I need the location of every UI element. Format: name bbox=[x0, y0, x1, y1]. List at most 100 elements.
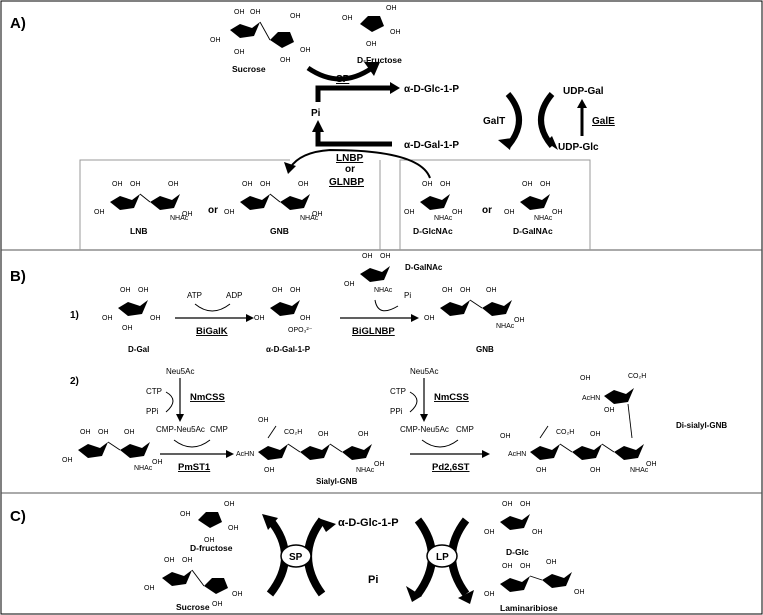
d-glcnac-label: D-GlcNAc bbox=[413, 226, 453, 236]
bigalk-label: BiGalK bbox=[196, 326, 228, 337]
svg-text:OH: OH bbox=[234, 9, 245, 16]
neu5ac-label-2: Neu5Ac bbox=[410, 367, 438, 376]
svg-text:OH: OH bbox=[520, 501, 531, 508]
svg-text:AcHN: AcHN bbox=[582, 395, 600, 402]
svg-text:OH: OH bbox=[344, 281, 355, 288]
svg-text:CO₂H: CO₂H bbox=[284, 429, 302, 436]
svg-text:NHAc: NHAc bbox=[534, 215, 553, 222]
svg-text:OH: OH bbox=[380, 253, 391, 260]
nmcss-label-2: NmCSS bbox=[434, 392, 469, 403]
svg-text:OH: OH bbox=[552, 209, 563, 216]
gal1p-to-pi-arrow bbox=[315, 130, 392, 147]
svg-text:NHAc: NHAc bbox=[134, 465, 153, 472]
panel-b-label: B) bbox=[10, 268, 26, 285]
svg-text:NHAc: NHAc bbox=[496, 323, 515, 330]
svg-text:OH: OH bbox=[80, 429, 91, 436]
svg-text:OH: OH bbox=[260, 181, 271, 188]
step-1-label: 1) bbox=[70, 310, 79, 321]
svg-text:OH: OH bbox=[540, 181, 551, 188]
sialyl-gnb-structure: OH CO₂H AcHN OH OH OH OH NHAc bbox=[236, 417, 385, 474]
svg-text:OH: OH bbox=[212, 601, 223, 608]
right-substrate-box bbox=[399, 159, 591, 250]
svg-text:OH: OH bbox=[404, 209, 415, 216]
svg-text:OH: OH bbox=[422, 181, 433, 188]
gnb-structure-c: OH OH OH OH OH NHAc bbox=[62, 429, 163, 472]
svg-text:OH: OH bbox=[318, 431, 329, 438]
svg-text:OH: OH bbox=[374, 461, 385, 468]
adp-label: ADP bbox=[226, 291, 242, 300]
svg-text:OH: OH bbox=[280, 57, 291, 64]
cmp-label-1: CMP bbox=[210, 425, 228, 434]
svg-text:OH: OH bbox=[390, 29, 401, 36]
pmst1-label: PmST1 bbox=[178, 462, 211, 473]
svg-text:OH: OH bbox=[386, 5, 397, 12]
ctp-label-1: CTP bbox=[146, 387, 162, 396]
or-label-a3: or bbox=[482, 205, 492, 216]
svg-text:OH: OH bbox=[144, 585, 155, 592]
svg-text:OH: OH bbox=[182, 557, 193, 564]
svg-text:OH: OH bbox=[182, 211, 193, 218]
lnbp-label: LNBP bbox=[336, 153, 364, 164]
left-substrate-box bbox=[79, 159, 290, 250]
or-label-a1: or bbox=[345, 164, 355, 175]
svg-text:OH: OH bbox=[168, 181, 179, 188]
svg-text:OH: OH bbox=[258, 417, 269, 424]
svg-text:OH: OH bbox=[590, 467, 601, 474]
svg-text:OH: OH bbox=[164, 557, 175, 564]
atp-label: ATP bbox=[187, 291, 202, 300]
d-glc-label: D-Glc bbox=[506, 547, 529, 557]
neu5ac-label-1: Neu5Ac bbox=[166, 367, 194, 376]
pd26st-label: Pd2,6ST bbox=[432, 462, 470, 473]
svg-text:OH: OH bbox=[138, 287, 149, 294]
cmp-label-2: CMP bbox=[456, 425, 474, 434]
svg-text:NHAc: NHAc bbox=[300, 215, 319, 222]
svg-text:OPO₃²⁻: OPO₃²⁻ bbox=[288, 327, 313, 334]
svg-text:OH: OH bbox=[122, 325, 133, 332]
sialyl-gnb-label: Sialyl-GNB bbox=[316, 477, 358, 486]
sucrose-structure-c: OH OH OH OH OH bbox=[144, 557, 243, 608]
svg-text:OH: OH bbox=[358, 431, 369, 438]
svg-text:OH: OH bbox=[232, 591, 243, 598]
disialyl-gnb-label: Di-sialyl-GNB bbox=[676, 421, 727, 430]
d-gal-structure: OH OH OH OH OH bbox=[102, 287, 161, 332]
svg-text:AcHN: AcHN bbox=[508, 451, 526, 458]
svg-text:OH: OH bbox=[546, 559, 557, 566]
svg-text:OH: OH bbox=[98, 429, 109, 436]
svg-text:OH: OH bbox=[300, 47, 311, 54]
svg-text:OH: OH bbox=[224, 209, 235, 216]
lp-label-c: LP bbox=[436, 552, 449, 563]
svg-text:OH: OH bbox=[440, 181, 451, 188]
svg-text:OH: OH bbox=[290, 287, 301, 294]
svg-text:OH: OH bbox=[452, 209, 463, 216]
svg-text:OH: OH bbox=[590, 431, 601, 438]
cmp-neu5ac-label-1: CMP-Neu5Ac bbox=[156, 425, 205, 434]
svg-text:NHAc: NHAc bbox=[434, 215, 453, 222]
svg-text:OH: OH bbox=[522, 181, 533, 188]
ctp-label-2: CTP bbox=[390, 387, 406, 396]
d-galnac-label-b: D-GalNAc bbox=[405, 263, 443, 272]
nmcss-label-1: NmCSS bbox=[190, 392, 225, 403]
pi-label-b: Pi bbox=[404, 291, 411, 300]
svg-text:OH: OH bbox=[94, 209, 105, 216]
gal1p-label-a: α-D-Gal-1-P bbox=[404, 140, 459, 151]
svg-text:OH: OH bbox=[224, 501, 235, 508]
lp-ellipse bbox=[426, 544, 458, 568]
svg-text:OH: OH bbox=[460, 287, 471, 294]
svg-text:OH: OH bbox=[234, 49, 245, 56]
svg-text:OH: OH bbox=[120, 287, 131, 294]
sucrose-structure: OH OH OH OH OH OH OH bbox=[210, 9, 311, 64]
galt-cross-arrows bbox=[498, 92, 558, 150]
gal-1-p-structure: OH OH OH OH OPO₃²⁻ bbox=[254, 287, 313, 334]
gnb-structure-b: OH OH OH OH OH NHAc bbox=[424, 287, 525, 330]
svg-text:OH: OH bbox=[514, 317, 525, 324]
svg-text:OH: OH bbox=[152, 459, 163, 466]
substrate-to-gal1p-arc bbox=[289, 148, 431, 179]
pi-label-a: Pi bbox=[311, 108, 321, 119]
svg-text:OH: OH bbox=[204, 537, 215, 544]
d-glc-structure: OH OH OH OH bbox=[484, 501, 543, 538]
svg-text:OH: OH bbox=[502, 563, 513, 570]
svg-text:OH: OH bbox=[502, 501, 513, 508]
svg-text:OH: OH bbox=[312, 211, 323, 218]
sp-ellipse bbox=[280, 544, 312, 568]
